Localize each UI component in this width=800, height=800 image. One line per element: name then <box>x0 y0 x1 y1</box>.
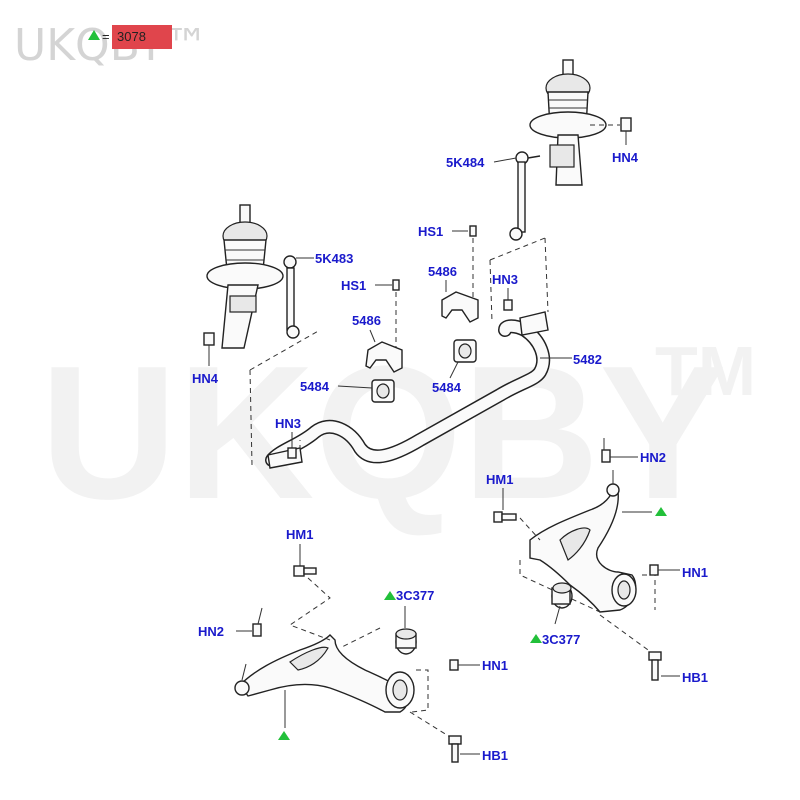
legend-badge <box>112 25 172 49</box>
label-arm-l-bushing: 3C377 <box>396 588 434 603</box>
nut-left-icon <box>287 447 297 459</box>
strut-left-nut-icon <box>203 332 215 366</box>
label-arm-r-lower-bolt: HB1 <box>682 670 708 685</box>
label-strut-left-link: 5K483 <box>315 251 353 266</box>
label-bracket-bolt-right: HS1 <box>418 224 443 239</box>
stabilizer-link-left <box>283 255 300 339</box>
bushing-left <box>371 379 395 403</box>
label-bracket-bolt-left: HS1 <box>341 278 366 293</box>
label-arm-r-nut: HN1 <box>682 565 708 580</box>
legend-marker-icon <box>88 30 100 40</box>
bushing-right <box>453 339 477 363</box>
arm-r-lower-bolt-icon <box>648 651 662 681</box>
arm-l-nut-icon <box>449 659 459 671</box>
arm-l-balljoint-nut-icon <box>252 623 262 637</box>
strut-left <box>206 204 284 349</box>
arm-r-balljoint-nut-icon <box>601 449 611 463</box>
bracket-right <box>441 291 479 323</box>
arm-r-marker-icon <box>655 507 667 516</box>
legend-value: 3078 <box>117 29 146 44</box>
legend: = 3078 <box>88 25 172 49</box>
label-arm-r-balljoint-nut: HN2 <box>640 450 666 465</box>
label-strut-right-nut: HN4 <box>612 150 639 165</box>
legend-equals: = <box>102 29 110 44</box>
bracket-bolt-left-icon <box>392 279 400 291</box>
label-strut-right-link: 5K484 <box>446 155 485 170</box>
arm-r-bushing <box>551 582 573 609</box>
label-nut-right: HN3 <box>492 272 518 287</box>
label-arm-r-bolt: HM1 <box>486 472 513 487</box>
label-nut-left: HN3 <box>275 416 301 431</box>
arm-l-bolt-icon <box>293 565 317 577</box>
stabilizer-bar <box>265 311 551 469</box>
label-arm-l-nut: HN1 <box>482 658 508 673</box>
bracket-left <box>365 341 403 373</box>
label-arm-l-bolt: HM1 <box>286 527 313 542</box>
arm-l-lower-bolt-icon <box>448 735 462 763</box>
label-arm-r-bushing: 3C377 <box>542 632 580 647</box>
arm-l-bushing <box>395 628 417 655</box>
label-strut-left-nut: HN4 <box>192 371 219 386</box>
arm-r-nut-icon <box>649 564 659 576</box>
watermark-center-tm: TM <box>655 332 756 410</box>
label-bushing-right: 5484 <box>432 380 462 395</box>
label-bracket-left: 5486 <box>352 313 381 328</box>
label-bushing-left: 5484 <box>300 379 330 394</box>
stabilizer-link-right <box>509 151 541 241</box>
lower-arm-left <box>234 634 415 713</box>
label-arm-l-lower-bolt: HB1 <box>482 748 508 763</box>
arm-l-bushing-marker-icon <box>384 591 396 600</box>
arm-l-marker-icon <box>278 731 290 740</box>
strut-right-nut-icon <box>620 117 632 145</box>
strut-right <box>529 59 620 186</box>
arm-r-bushing-marker-icon <box>530 634 542 643</box>
watermark-top-left: UKQBY™ <box>14 20 208 71</box>
label-stabilizer-bar: 5482 <box>573 352 602 367</box>
arm-r-bolt-icon <box>493 511 517 523</box>
bracket-bolt-right-icon <box>469 225 477 237</box>
label-bracket-right: 5486 <box>428 264 457 279</box>
nut-right-icon <box>503 299 513 311</box>
label-arm-l-balljoint-nut: HN2 <box>198 624 224 639</box>
